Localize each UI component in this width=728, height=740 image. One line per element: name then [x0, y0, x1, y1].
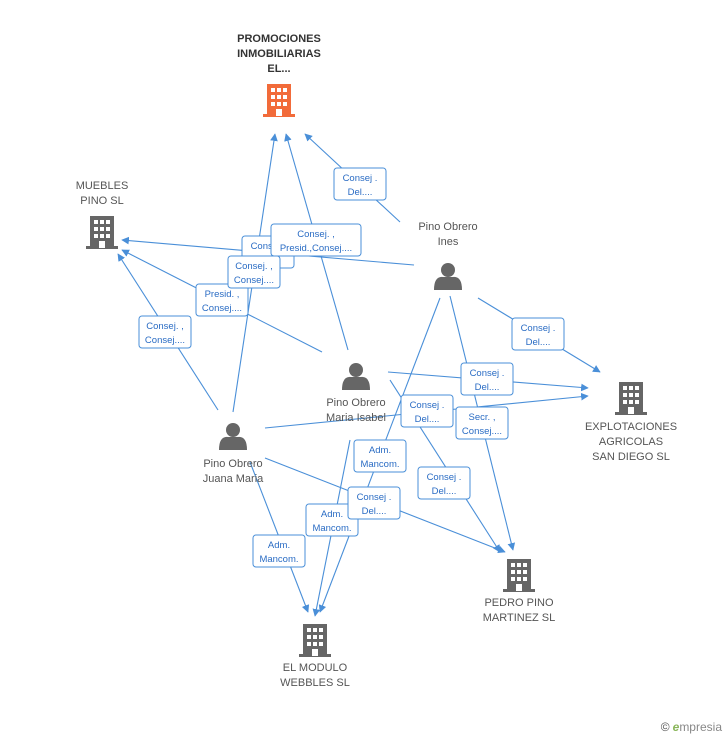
edge-label-isabel-pedro[interactable]: Consej . Del....	[417, 466, 471, 500]
edge-label-ines-pedro[interactable]: Secr. , Consej....	[455, 406, 509, 440]
person-icon	[219, 423, 247, 450]
node-label: Pino Obrero	[203, 458, 262, 470]
brand-watermark: ©empresia	[661, 720, 722, 734]
edge-label-isabel-explotaciones[interactable]: Consej . Del....	[460, 362, 514, 396]
edge-label-line: Consej. ,	[146, 321, 184, 332]
node-explotaciones[interactable]: EXPLOTACIONES AGRICOLAS SAN DIEGO SL	[585, 382, 677, 463]
edge-label-juana-promociones[interactable]: Consej. , Consej....	[227, 255, 281, 289]
copyright-symbol: ©	[660, 720, 670, 734]
edge-label-line: Consej .	[410, 400, 445, 411]
edge-label-line: Del....	[432, 486, 457, 497]
node-label: MUEBLES	[76, 180, 129, 192]
node-label: Maria Isabel	[326, 412, 386, 424]
edge-label-isabel-muebles[interactable]: Presid. , Consej....	[195, 283, 249, 317]
node-label: EL MODULO	[283, 662, 348, 674]
node-label: PEDRO PINO	[484, 597, 554, 609]
edge-label-juana-muebles[interactable]: Consej. , Consej....	[138, 315, 192, 349]
edge-label-line: Adm.	[268, 540, 290, 551]
edge-label-box	[227, 255, 281, 289]
edge-label-isabel-promociones[interactable]: Consej. , Presid.,Consej....	[270, 223, 362, 257]
edge-label-line: Presid. ,	[205, 289, 240, 300]
edge-label-isabel-modulo[interactable]: Adm. Mancom.	[305, 503, 359, 537]
node-label: EL...	[267, 63, 290, 75]
edge-label-box	[270, 223, 362, 257]
node-promociones[interactable]: PROMOCIONES INMOBILIARIAS EL...	[237, 33, 321, 117]
edge-label-line: Secr. ,	[469, 412, 496, 423]
building-icon	[86, 216, 118, 249]
node-label: MARTINEZ SL	[483, 612, 556, 624]
nodes-layer: PROMOCIONES INMOBILIARIAS EL... MUEBLES PINO…	[76, 33, 677, 689]
node-muebles[interactable]: MUEBLES PINO SL	[76, 180, 129, 249]
edge-label-line: Del....	[362, 506, 387, 517]
node-label: EXPLOTACIONES	[585, 421, 677, 433]
edge-label-box	[455, 406, 509, 440]
edge-label-line: Del....	[475, 382, 500, 393]
edge-label-line: Del....	[348, 187, 373, 198]
edge-label-ines-promociones[interactable]: Consej . Del....	[333, 167, 387, 201]
node-label: Pino Obrero	[418, 221, 477, 233]
edge-label-line: Consej....	[462, 426, 502, 437]
edge-label-line: Mancom.	[259, 554, 298, 565]
edge-label-line: Consej .	[427, 472, 462, 483]
node-modulo[interactable]: EL MODULO WEBBLES SL	[280, 624, 350, 689]
person-icon	[434, 263, 462, 290]
edge-label-line: Del....	[526, 337, 551, 348]
edge-label-box	[460, 362, 514, 396]
node-label: INMOBILIARIAS	[237, 48, 321, 60]
edge-label-box	[305, 503, 359, 537]
brand-initial: e	[672, 720, 680, 734]
edge-label-line: Mancom.	[360, 459, 399, 470]
person-icon	[342, 363, 370, 390]
building-icon	[299, 624, 331, 657]
edge-labels-layer: Consej . Del.... Consej . Del.... Consej . De…	[138, 167, 565, 568]
edge-label-line: Consej .	[251, 241, 286, 252]
edge-label-line: Consej....	[202, 303, 242, 314]
building-icon	[503, 559, 535, 592]
edge-label-line: Consej .	[521, 323, 556, 334]
edge-label-ines-modulo[interactable]: Adm. Mancom.	[353, 439, 407, 473]
node-label: Ines	[438, 236, 459, 248]
node-pedro[interactable]: PEDRO PINO MARTINEZ SL	[483, 559, 556, 624]
edge-label-juana-pedro[interactable]: Consej . Del....	[347, 486, 401, 520]
edge-label-box	[417, 466, 471, 500]
node-label: PINO SL	[80, 195, 123, 207]
edge-label-line: Consej....	[145, 335, 185, 346]
edge-label-line: Adm.	[369, 445, 391, 456]
brand-name: mpresia	[679, 720, 722, 734]
edge-label-line: Mancom.	[312, 523, 351, 534]
edge-label-box	[347, 486, 401, 520]
node-label: WEBBLES SL	[280, 677, 350, 689]
edge-label-ines-explotaciones[interactable]: Consej . Del....	[511, 317, 565, 351]
edge-label-line: Consej. ,	[235, 261, 273, 272]
edge-label-line: Consej .	[357, 492, 392, 503]
edge-label-box	[400, 394, 454, 428]
building-icon	[615, 382, 647, 415]
edge-label-line: Presid.,Consej....	[280, 243, 352, 254]
edge-label-line: Consej. ,	[297, 229, 335, 240]
edge-label-line: Consej .	[470, 368, 505, 379]
edge-label-box	[511, 317, 565, 351]
edge-label-box	[138, 315, 192, 349]
node-label: Juana Maria	[203, 473, 264, 485]
node-label: SAN DIEGO SL	[592, 451, 670, 463]
edge-label-juana-modulo[interactable]: Adm. Mancom.	[252, 534, 306, 568]
edge-label-box	[353, 439, 407, 473]
edge-label-line: Consej....	[234, 275, 274, 286]
building-icon	[263, 84, 295, 117]
edge-label-box	[195, 283, 249, 317]
edge-label-juana-explotaciones[interactable]: Consej . Del....	[400, 394, 454, 428]
node-label: PROMOCIONES	[237, 33, 321, 45]
edge-label-line: Adm.	[321, 509, 343, 520]
edge-label-line: Del....	[415, 414, 440, 425]
node-label: AGRICOLAS	[599, 436, 663, 448]
edge-label-line: Consej .	[343, 173, 378, 184]
node-label: Pino Obrero	[326, 397, 385, 409]
edge-label-box	[333, 167, 387, 201]
edge-label-box	[252, 534, 306, 568]
